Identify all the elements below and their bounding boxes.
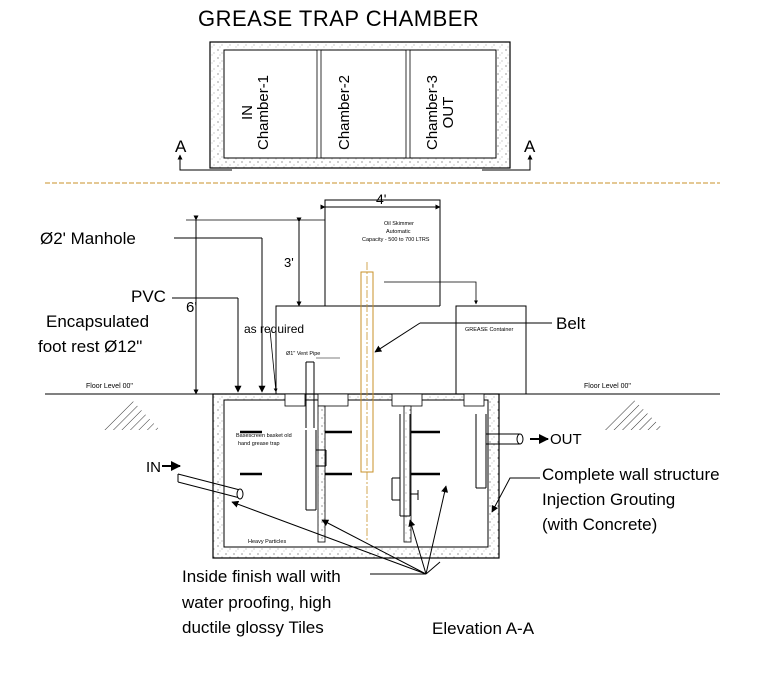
dim-4ft-label: 4' [376,191,387,207]
plan-partition-1 [316,49,322,159]
chamber-1-label: IN Chamber-1 [239,74,272,150]
elevation-caption: Elevation A-A [432,619,535,638]
shelf-bars [240,430,440,476]
wall-note-2: Injection Grouting [542,490,676,509]
manhole-label: Ø2' Manhole [40,229,136,248]
slab-opening-1 [284,393,306,407]
screen-label-2: hand grease trap [238,441,280,447]
vent-pipe-label: Ø1" Vent Pipe [286,351,321,357]
floor-level-left: Floor Level 00" [86,383,133,390]
vent-pipe [305,362,315,428]
pvc-label-1: PVC [131,287,166,306]
chamber-3-line-2: OUT [439,96,457,129]
pvc-label-2: Encapsulated [46,312,150,331]
oil-skimmer-1: Oil Skimmer [384,221,414,227]
finish-note-2: water proofing, high [182,593,332,612]
outlet-pipe [486,433,520,445]
wall-note-1: Complete wall structure [542,465,720,484]
oil-skimmer-3: Capacity - 500 to 700 LTRS [362,237,430,243]
slab-opening-4 [463,393,485,407]
plan-view [179,41,531,171]
as-required-label: as required [244,322,305,336]
plan-partition-2 [405,49,411,159]
ground-hatch-right [600,398,664,430]
as-required-leader [269,329,278,393]
pvc-label-3: foot rest Ø12" [38,337,143,356]
elevation-view [45,154,720,575]
t-pipe-3 [475,414,487,489]
wall-leader [491,477,540,513]
out-label: OUT [550,431,582,448]
dim-6ft-label: 6' [186,299,198,316]
floor-level-right: Floor Level 00" [584,383,631,390]
heavy-particles-label: Heavy Particles [248,539,287,545]
ground-hatch-left [100,398,160,430]
section-marker-left: A [175,137,187,156]
manhole-box [275,199,441,394]
inlet-pipe [177,473,241,499]
section-marker-right: A [524,137,536,156]
outlet-pipe-end [516,433,524,445]
belt-leader-diag [374,322,421,353]
dim-3ft-label: 3' [284,255,294,270]
chamber-1-line-2: Chamber-1 [254,74,272,150]
screen-label-1: Basescreen basket old [236,433,292,439]
belt-label: Belt [556,314,586,333]
inlet-pipe-end [236,488,244,500]
slab-opening-2 [317,393,349,407]
baffle-wall-1 [317,405,326,543]
finish-note-3: ductile glossy Tiles [182,618,324,637]
chamber-1-line-1: IN [239,104,256,120]
finish-leaders [231,485,449,575]
chamber-3-label: Chamber-3 OUT [424,74,457,150]
grease-container-box [455,305,527,395]
t-pipe-1 [305,430,327,511]
chamber-3-line-1: Chamber-3 [424,74,441,150]
finish-note-1: Inside finish wall with [182,567,341,586]
wall-note-3: (with Concrete) [542,515,658,534]
grease-container-label: GREASE Container [465,327,514,333]
t-pipe-2 [391,414,419,517]
chamber-inner [223,399,489,548]
page-title: GREASE TRAP CHAMBER [198,6,480,31]
oil-skimmer-2: Automatic [386,229,411,235]
chamber-2-label: Chamber-2 [336,74,353,150]
container-leader [384,281,478,305]
in-label: IN [146,459,161,476]
plan-inner-space [223,49,497,159]
slab-opening-3 [391,393,423,407]
